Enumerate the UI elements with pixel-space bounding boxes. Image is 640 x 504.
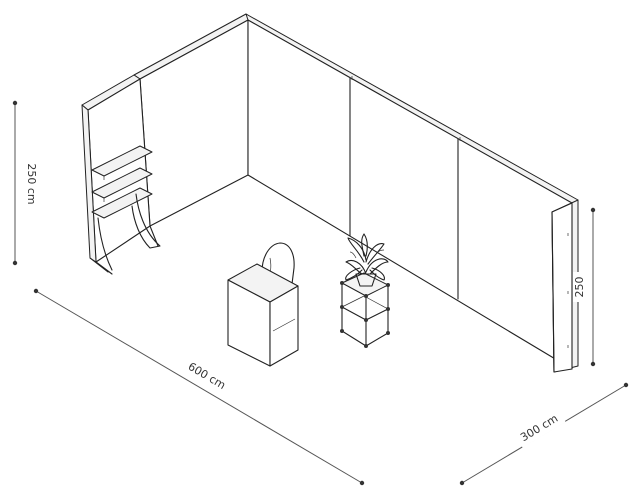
label-height-left: 250 cm xyxy=(25,163,38,204)
plant-stand xyxy=(340,272,390,348)
counter xyxy=(227,263,299,367)
back-right-wall xyxy=(245,13,579,370)
label-height-right: 250 xyxy=(573,277,586,298)
dimension-height-right xyxy=(590,207,596,367)
dimension-length xyxy=(33,288,365,486)
wall-shelves xyxy=(91,145,161,271)
potted-plant xyxy=(345,233,389,287)
dimension-height-left xyxy=(12,100,18,266)
right-end-panel xyxy=(551,199,579,373)
